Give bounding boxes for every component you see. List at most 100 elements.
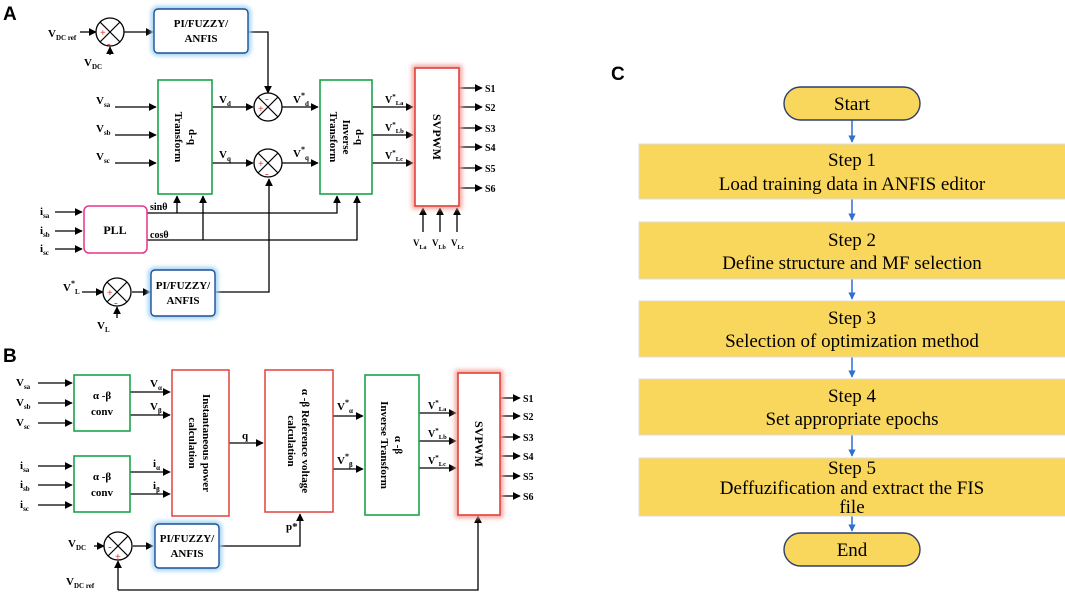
svg-text:-: - <box>265 168 269 180</box>
svg-text:α -β: α -β <box>392 436 404 455</box>
label-vsc-a: Vsc <box>96 151 110 165</box>
svg-text:file: file <box>839 497 864 518</box>
svg-text:SVPWM: SVPWM <box>430 114 444 160</box>
flow-end-terminal: End <box>783 532 921 567</box>
label-isc-b: isc <box>20 499 29 513</box>
label-vdc-ref-b: VDC ref <box>66 576 95 590</box>
flow-step-2: Step 2 Define structure and MF selection <box>638 221 1065 280</box>
svg-text:α -β: α -β <box>93 390 112 402</box>
label-p-star: p* <box>286 521 298 533</box>
instantaneous-power-block: Instantaneous power calculation <box>171 369 230 517</box>
svg-text:PI/FUZZY/: PI/FUZZY/ <box>160 533 215 545</box>
flow-step-4: Step 4 Set appropriate epochs <box>638 378 1065 436</box>
svg-text:Define structure and MF select: Define structure and MF selection <box>722 253 982 274</box>
label-v-beta: Vβ <box>150 401 162 415</box>
sum-junction-q: + - <box>253 148 283 180</box>
label-cos: cosθ <box>150 230 169 241</box>
panel-c-flowchart: Start Step 1 Load training data in ANFIS… <box>638 86 1065 567</box>
svg-text:Selection of optimization meth: Selection of optimization method <box>725 331 979 352</box>
label-s5-b: S5 <box>523 472 534 483</box>
label-vl-star: V*L <box>63 279 80 296</box>
svg-text:Start: Start <box>834 94 871 115</box>
svg-text:+: + <box>100 28 106 39</box>
svg-text:-: - <box>114 297 118 309</box>
label-isa-a: isa <box>40 206 50 220</box>
panel-b-diagram: - + α -β conv α -β conv Instantaneous po… <box>16 369 534 591</box>
label-vdc-ref-a: VDC ref <box>48 28 77 42</box>
flow-start-terminal: Start <box>783 86 921 121</box>
label-vlc-in: VLc <box>451 238 465 251</box>
svg-text:-: - <box>108 541 112 553</box>
label-isa-b: isa <box>20 460 30 474</box>
label-vq-star: V*q <box>293 145 309 162</box>
svg-text:α -β Reference voltage: α -β Reference voltage <box>299 389 311 493</box>
svg-text:-: - <box>265 93 269 105</box>
label-vdc-a: VDC <box>84 57 102 71</box>
label-s4-a: S4 <box>485 143 496 154</box>
dq-transform-block: d-q Transform <box>157 79 213 195</box>
svg-text:calculation: calculation <box>186 417 198 468</box>
flow-step-3: Step 3 Selection of optimization method <box>638 300 1065 358</box>
svg-text:Step 3: Step 3 <box>828 308 876 329</box>
svg-text:Deffuzification and extract th: Deffuzification and extract the FIS <box>720 478 985 499</box>
flow-step-1: Step 1 Load training data in ANFIS edito… <box>638 143 1065 200</box>
label-vla-star-b: V*La <box>428 399 447 413</box>
label-v-beta-star: V*β <box>337 452 353 469</box>
pi-fuzzy-anfis-block-a1: PI/FUZZY/ ANFIS <box>151 6 251 56</box>
label-isc-a: isc <box>40 243 49 257</box>
svg-text:PI/FUZZY/: PI/FUZZY/ <box>156 280 211 292</box>
label-s1-a: S1 <box>485 84 496 95</box>
label-vsb-b: Vsb <box>16 397 31 411</box>
svg-text:Step 4: Step 4 <box>828 386 877 407</box>
svg-text:+: + <box>258 159 264 170</box>
panel-label-b: B <box>3 346 17 367</box>
sum-junction-dc-b: - + <box>103 531 133 563</box>
label-vlb-star-b: V*Lb <box>428 427 447 441</box>
svg-text:-: - <box>107 38 111 50</box>
label-q: q <box>242 430 249 442</box>
label-i-beta: iβ <box>153 480 160 494</box>
svg-text:α -β: α -β <box>93 471 112 483</box>
label-vsa-a: Vsa <box>96 95 111 109</box>
pi-fuzzy-anfis-block-b: PI/FUZZY/ ANFIS <box>152 521 222 571</box>
label-vlc-star-a: V*Lc <box>385 149 403 163</box>
label-vlb-in: VLb <box>432 238 447 251</box>
svg-text:Step 1: Step 1 <box>828 150 876 171</box>
svg-text:PLL: PLL <box>103 223 126 237</box>
label-vdc-b: VDC <box>68 538 86 552</box>
sum-junction-d: + - <box>253 92 283 122</box>
label-i-alpha: iα <box>153 458 160 472</box>
svg-text:+: + <box>115 552 121 563</box>
svg-text:SVPWM: SVPWM <box>472 421 486 467</box>
label-s4-b: S4 <box>523 452 534 463</box>
label-s6-a: S6 <box>485 184 496 195</box>
label-sin: sinθ <box>150 202 167 213</box>
svg-text:calculation: calculation <box>285 415 297 466</box>
sum-junction-dc: + - <box>95 17 125 50</box>
svg-text:d-q: d-q <box>353 129 365 146</box>
label-isb-b: isb <box>20 479 30 493</box>
svg-text:conv: conv <box>91 487 114 499</box>
dq-inverse-transform-block: d-q Inverse Transform <box>319 79 373 195</box>
pi-fuzzy-anfis-block-a2: PI/FUZZY/ ANFIS <box>148 267 218 319</box>
label-v-alpha: Vα <box>150 378 162 392</box>
label-vsb-a: Vsb <box>96 123 111 137</box>
label-s2-a: S2 <box>485 103 496 114</box>
svg-text:Instantaneous power: Instantaneous power <box>200 394 212 492</box>
flow-step-5: Step 5 Deffuzification and extract the F… <box>638 457 1065 518</box>
pll-block: PLL <box>83 205 148 254</box>
reference-voltage-block: α -β Reference voltage calculation <box>264 369 334 513</box>
panel-label-c: C <box>611 64 625 85</box>
svg-text:Transform: Transform <box>172 112 184 163</box>
label-s3-b: S3 <box>523 433 534 444</box>
svg-text:ANFIS: ANFIS <box>166 295 199 307</box>
label-vd-star: V*d <box>293 91 309 108</box>
sum-junction-vl: + - <box>102 277 132 309</box>
label-vlb-star-a: V*Lb <box>385 121 404 135</box>
svg-text:Load training data in ANFIS ed: Load training data in ANFIS editor <box>719 174 986 195</box>
svpwm-block-a: SVPWM <box>412 65 462 209</box>
label-vsa-b: Vsa <box>16 377 31 391</box>
svg-text:+: + <box>258 104 264 115</box>
panel-label-a: A <box>3 4 17 25</box>
